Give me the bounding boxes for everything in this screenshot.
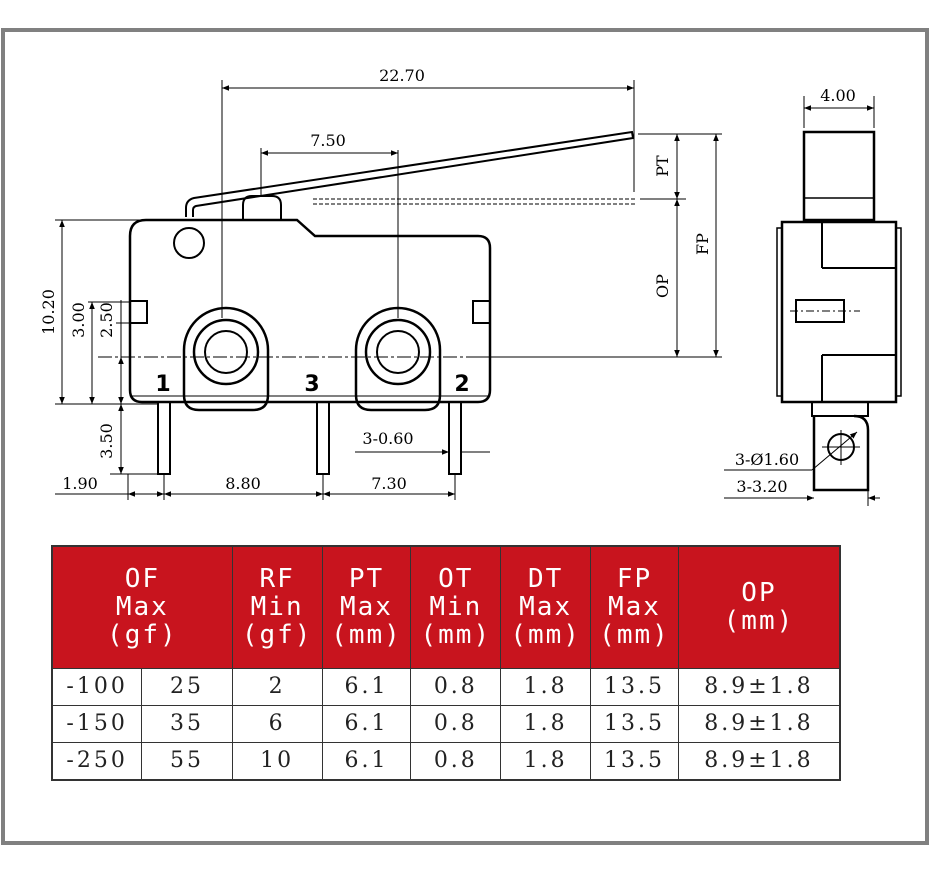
pin-numbers: 1 3 2 — [155, 372, 469, 397]
cell-rf: 2 — [231, 667, 323, 706]
cell-pt: 6.1 — [321, 741, 412, 780]
plunger — [242, 195, 282, 220]
terminal-boss-2 — [354, 306, 442, 412]
cell-pt: 6.1 — [321, 667, 412, 706]
cell-model: -250 — [51, 741, 143, 780]
page-border — [1, 28, 929, 845]
cell-of: 25 — [141, 667, 233, 706]
table-row: -100 25 2 6.1 0.8 1.8 13.5 8.9±1.8 — [51, 667, 841, 706]
dim-terminal-tab: 3-3.20 — [736, 477, 787, 496]
cell-of: 55 — [141, 741, 233, 780]
dim-2-50: 2.50 — [97, 302, 116, 338]
front-view — [98, 86, 635, 475]
pin-3-label: 3 — [304, 372, 319, 397]
cell-dt: 1.8 — [500, 667, 592, 706]
pin-1-label: 1 — [155, 372, 170, 397]
cell-model: -150 — [51, 704, 143, 743]
cell-ot: 0.8 — [410, 741, 502, 780]
pin-2-label: 2 — [454, 372, 469, 397]
terminal-boss-1 — [182, 306, 270, 412]
cell-of: 35 — [141, 704, 233, 743]
pin-1-leg — [157, 401, 171, 475]
cell-model: -100 — [51, 667, 143, 706]
dimension-lines — [55, 80, 722, 500]
cell-rf: 6 — [231, 704, 323, 743]
cell-op: 8.9±1.8 — [677, 741, 841, 780]
dim-hole-diameter: 3-Ø1.60 — [735, 450, 799, 469]
dim-3-00: 3.00 — [69, 302, 88, 338]
cell-fp: 13.5 — [590, 741, 679, 780]
cell-op: 8.9±1.8 — [677, 704, 841, 743]
table-row: -150 35 6 6.1 0.8 1.8 13.5 8.9±1.8 — [51, 704, 841, 743]
dim-height: 10.20 — [39, 289, 58, 335]
dim-8-80: 8.80 — [225, 474, 261, 493]
cell-pt: 6.1 — [321, 704, 412, 743]
dim-side-width: 4.00 — [820, 86, 856, 105]
table-row: -250 55 10 6.1 0.8 1.8 13.5 8.9±1.8 — [51, 741, 841, 780]
switch-body — [128, 218, 492, 404]
cell-fp: 13.5 — [590, 667, 679, 706]
pin-2-leg — [448, 401, 462, 475]
dimension-labels: 22.70 7.50 4.00 10.20 3.00 2.50 3.50 1.9… — [39, 66, 856, 496]
cell-fp: 13.5 — [590, 704, 679, 743]
dim-lever-position: 7.50 — [310, 131, 346, 150]
label-op: OP — [653, 274, 672, 298]
cell-ot: 0.8 — [410, 667, 502, 706]
cell-op: 8.9±1.8 — [677, 667, 841, 706]
dim-overall-length: 22.70 — [379, 66, 425, 85]
mounting-hole — [173, 227, 205, 259]
dim-7-30: 7.30 — [371, 474, 407, 493]
dim-terminal-width: 3-0.60 — [362, 429, 413, 448]
cell-dt: 1.8 — [500, 704, 592, 743]
label-pt: PT — [653, 155, 672, 177]
pin-3-leg — [316, 401, 330, 475]
dim-3-50: 3.50 — [97, 423, 116, 459]
cell-ot: 0.8 — [410, 704, 502, 743]
lever — [185, 130, 635, 217]
header-op: OP(mm) — [677, 545, 841, 669]
cell-rf: 10 — [231, 741, 323, 780]
cell-dt: 1.8 — [500, 741, 592, 780]
label-fp: FP — [693, 233, 712, 255]
side-view — [724, 96, 902, 506]
dim-1-90: 1.90 — [62, 474, 98, 493]
